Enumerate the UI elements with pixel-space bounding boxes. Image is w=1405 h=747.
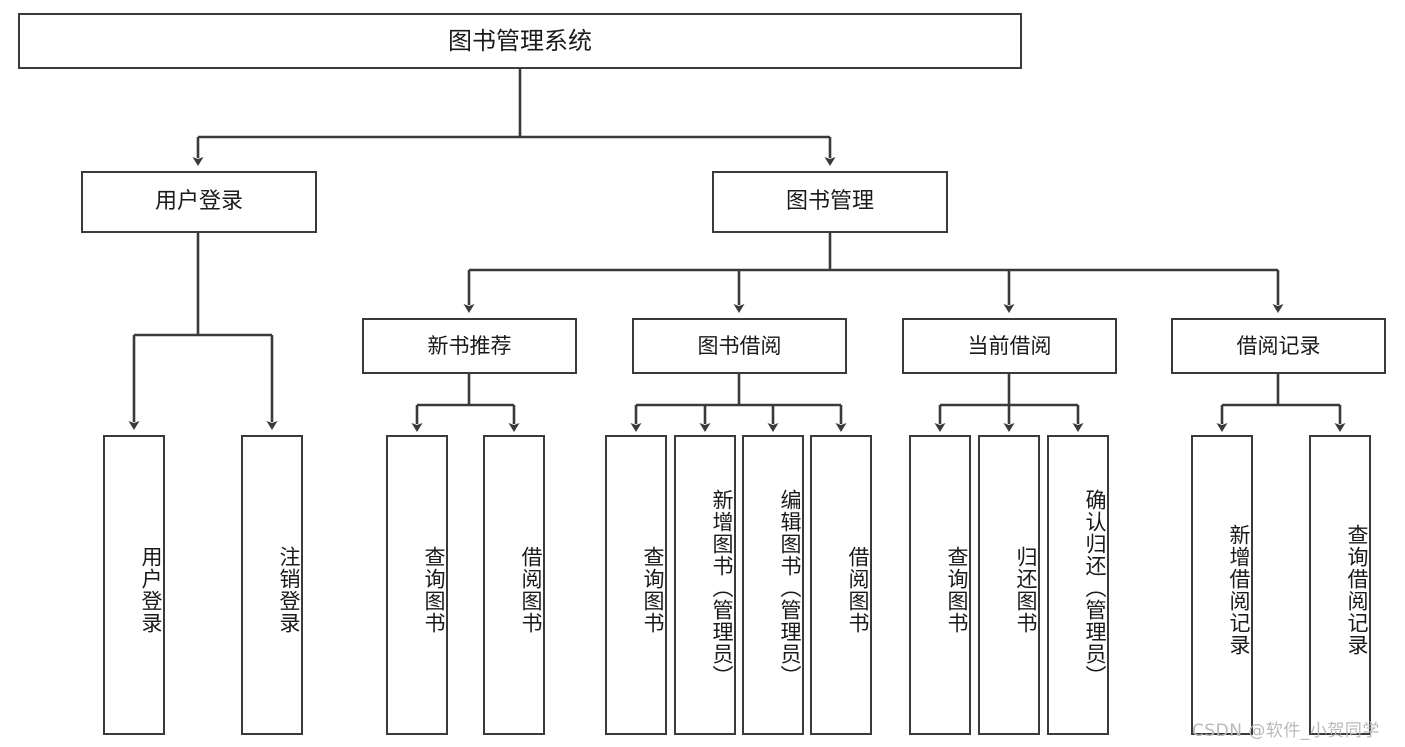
leaf-return-book[interactable]: 归还图书 [978,435,1040,735]
leaf-query-book-recommend[interactable]: 查询图书 [386,435,448,735]
node-current-borrow[interactable]: 当前借阅 [902,318,1117,374]
node-user-login[interactable]: 用户登录 [81,171,317,233]
node-book-manage[interactable]: 图书管理 [712,171,948,233]
leaf-query-book-borrow[interactable]: 查询图书 [605,435,667,735]
leaf-add-book[interactable]: 新增图书（管理员） [674,435,736,735]
leaf-add-borrow-record[interactable]: 新增借阅记录 [1191,435,1253,735]
leaf-confirm-return[interactable]: 确认归还（管理员） [1047,435,1109,735]
leaf-borrow-book-borrow[interactable]: 借阅图书 [810,435,872,735]
leaf-query-borrow-record[interactable]: 查询借阅记录 [1309,435,1371,735]
node-root-system[interactable]: 图书管理系统 [18,13,1022,69]
leaf-logout-login[interactable]: 注销登录 [241,435,303,735]
leaf-user-login[interactable]: 用户登录 [103,435,165,735]
leaf-edit-book[interactable]: 编辑图书（管理员） [742,435,804,735]
node-borrow-record[interactable]: 借阅记录 [1171,318,1386,374]
csdn-watermark: CSDN @软件_小贺同学 [1192,721,1380,741]
leaf-query-book-current[interactable]: 查询图书 [909,435,971,735]
node-book-borrow[interactable]: 图书借阅 [632,318,847,374]
leaf-borrow-book-recommend[interactable]: 借阅图书 [483,435,545,735]
node-new-book-recommend[interactable]: 新书推荐 [362,318,577,374]
